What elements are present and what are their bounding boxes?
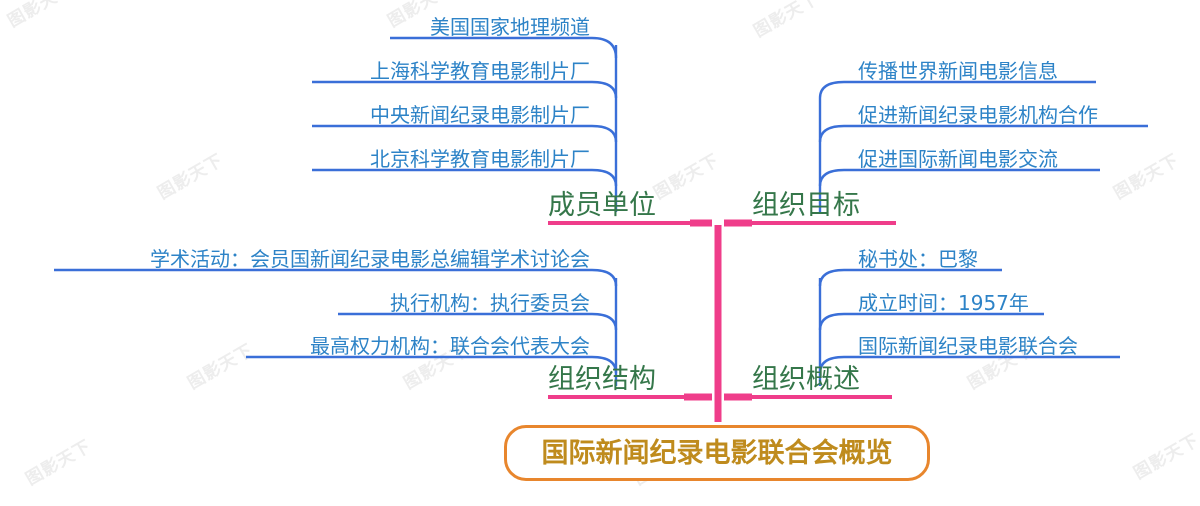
leaf-members-3[interactable]: 中央新闻纪录电影制片厂 bbox=[370, 103, 590, 127]
branch-label-overview[interactable]: 组织概述 bbox=[752, 364, 860, 395]
leaf-overview-2[interactable]: 成立时间：1957年 bbox=[858, 291, 1029, 315]
leaf-structure-3[interactable]: 最高权力机构：联合会代表大会 bbox=[310, 334, 590, 358]
branch-label-members[interactable]: 成员单位 bbox=[548, 190, 656, 221]
leaf-overview-1[interactable]: 秘书处：巴黎 bbox=[858, 247, 978, 271]
branch-label-structure[interactable]: 组织结构 bbox=[548, 364, 656, 395]
leaf-members-4[interactable]: 北京科学教育电影制片厂 bbox=[370, 147, 590, 171]
leaf-goals-2[interactable]: 促进新闻纪录电影机构合作 bbox=[858, 103, 1098, 127]
leaf-structure-1[interactable]: 学术活动：会员国新闻纪录电影总编辑学术讨论会 bbox=[150, 247, 590, 271]
leaf-structure-2[interactable]: 执行机构：执行委员会 bbox=[390, 291, 590, 315]
branch-label-goals[interactable]: 组织目标 bbox=[752, 190, 860, 221]
leaf-goals-1[interactable]: 传播世界新闻电影信息 bbox=[858, 59, 1058, 83]
leaf-members-2[interactable]: 上海科学教育电影制片厂 bbox=[370, 59, 590, 83]
leaf-members-1[interactable]: 美国国家地理频道 bbox=[430, 15, 590, 39]
root-node[interactable]: 国际新闻纪录电影联合会概览 bbox=[504, 425, 930, 481]
leaf-goals-3[interactable]: 促进国际新闻电影交流 bbox=[858, 147, 1058, 171]
leaf-overview-3[interactable]: 国际新闻纪录电影联合会 bbox=[858, 334, 1078, 358]
